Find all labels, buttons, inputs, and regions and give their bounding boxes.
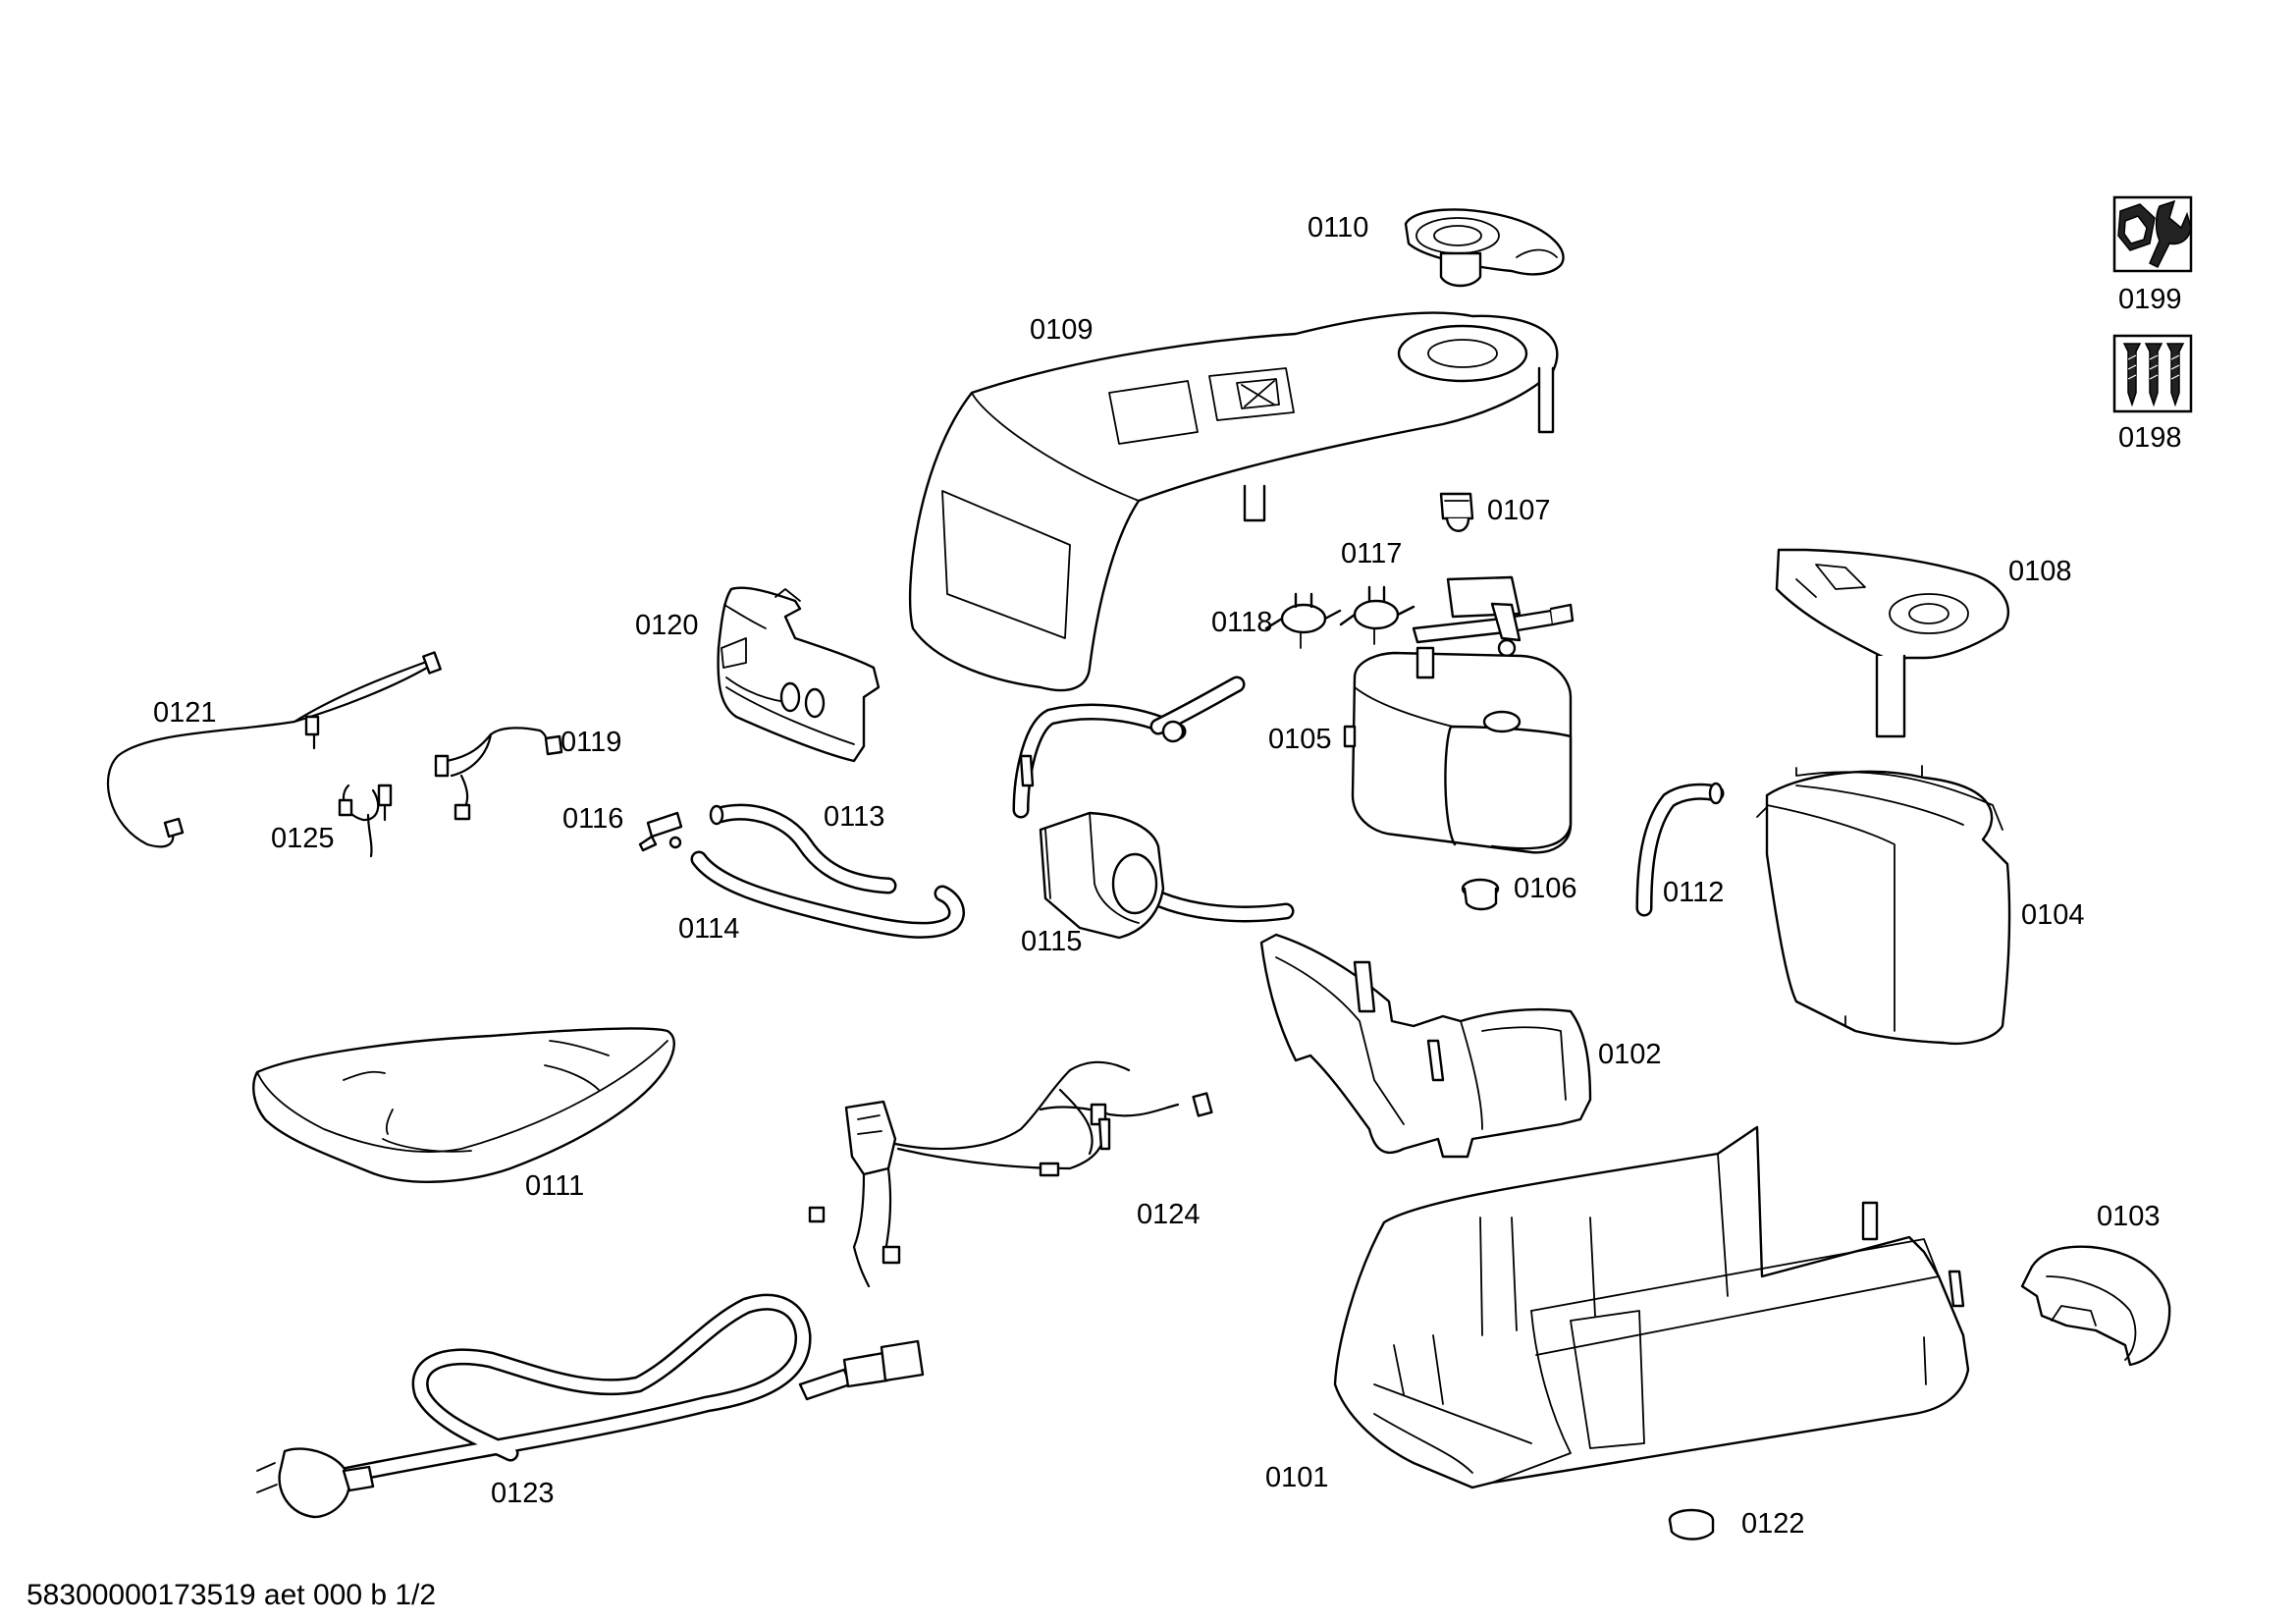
part-0104-container[interactable] [1756,765,2011,1045]
part-0121-cable[interactable] [106,651,442,848]
label-0118: 0118 [1211,607,1272,638]
part-0103-side-cover[interactable] [2020,1245,2171,1367]
part-0106-grommet[interactable] [1461,878,1500,911]
part-0123-power-cord[interactable] [256,1293,925,1519]
part-0101-base[interactable] [1333,1125,1970,1489]
part-0108-holder[interactable] [1775,548,2010,738]
part-0113-hose[interactable] [709,803,897,894]
label-0116: 0116 [562,803,623,835]
label-0117: 0117 [1341,538,1402,569]
part-0117-thermostat[interactable] [1339,585,1415,645]
label-0108: 0108 [2008,556,2072,587]
label-0110: 0110 [1308,212,1368,244]
label-0111: 0111 [525,1170,584,1202]
label-0105: 0105 [1268,724,1332,755]
label-0113: 0113 [824,801,884,833]
part-0115-pump[interactable] [1012,676,1295,940]
label-0106: 0106 [1514,873,1577,904]
label-0112: 0112 [1663,877,1724,908]
part-0107-clip[interactable] [1439,492,1474,532]
part-0109-top-cover[interactable] [908,311,1559,692]
part-0122-grommet[interactable] [1668,1508,1715,1541]
part-0124-harness[interactable] [808,1060,1213,1288]
label-0121: 0121 [153,697,217,729]
document-footer: 58300000173519 aet 000 b 1/2 [27,1579,436,1611]
label-0102: 0102 [1598,1039,1662,1070]
label-0124: 0124 [1137,1199,1201,1230]
part-0102-frame[interactable] [1259,933,1592,1159]
part-0105-water-tank[interactable] [1343,646,1573,854]
part-0118-thermostat[interactable] [1264,592,1342,649]
part-0112-hose[interactable] [1635,782,1725,917]
part-0119-wire[interactable] [434,727,563,821]
label-0104: 0104 [2021,899,2085,931]
part-0116-nozzle[interactable] [638,811,683,852]
part-0125-wire[interactable] [338,784,393,858]
label-0115: 0115 [1021,926,1082,957]
label-0107: 0107 [1487,495,1551,526]
label-0114: 0114 [678,913,739,945]
label-0199: 0199 [2118,284,2182,315]
part-0120-front-panel[interactable] [717,586,881,763]
label-0125: 0125 [271,823,335,854]
part-0111-sole-plate[interactable] [252,1027,675,1183]
label-0123: 0123 [491,1478,555,1509]
part-0129-valve[interactable] [1412,575,1575,658]
part-0114-hose[interactable] [690,850,965,939]
label-0120: 0120 [635,610,699,641]
label-0122: 0122 [1741,1508,1805,1540]
label-0109: 0109 [1030,314,1094,346]
label-0101: 0101 [1265,1462,1329,1493]
nut-wrench-icon [2112,195,2193,273]
label-0119: 0119 [561,727,621,758]
part-0110-lid-knob[interactable] [1404,208,1565,288]
screws-icon [2112,334,2193,413]
label-0198: 0198 [2118,422,2182,454]
label-0103: 0103 [2097,1201,2161,1232]
